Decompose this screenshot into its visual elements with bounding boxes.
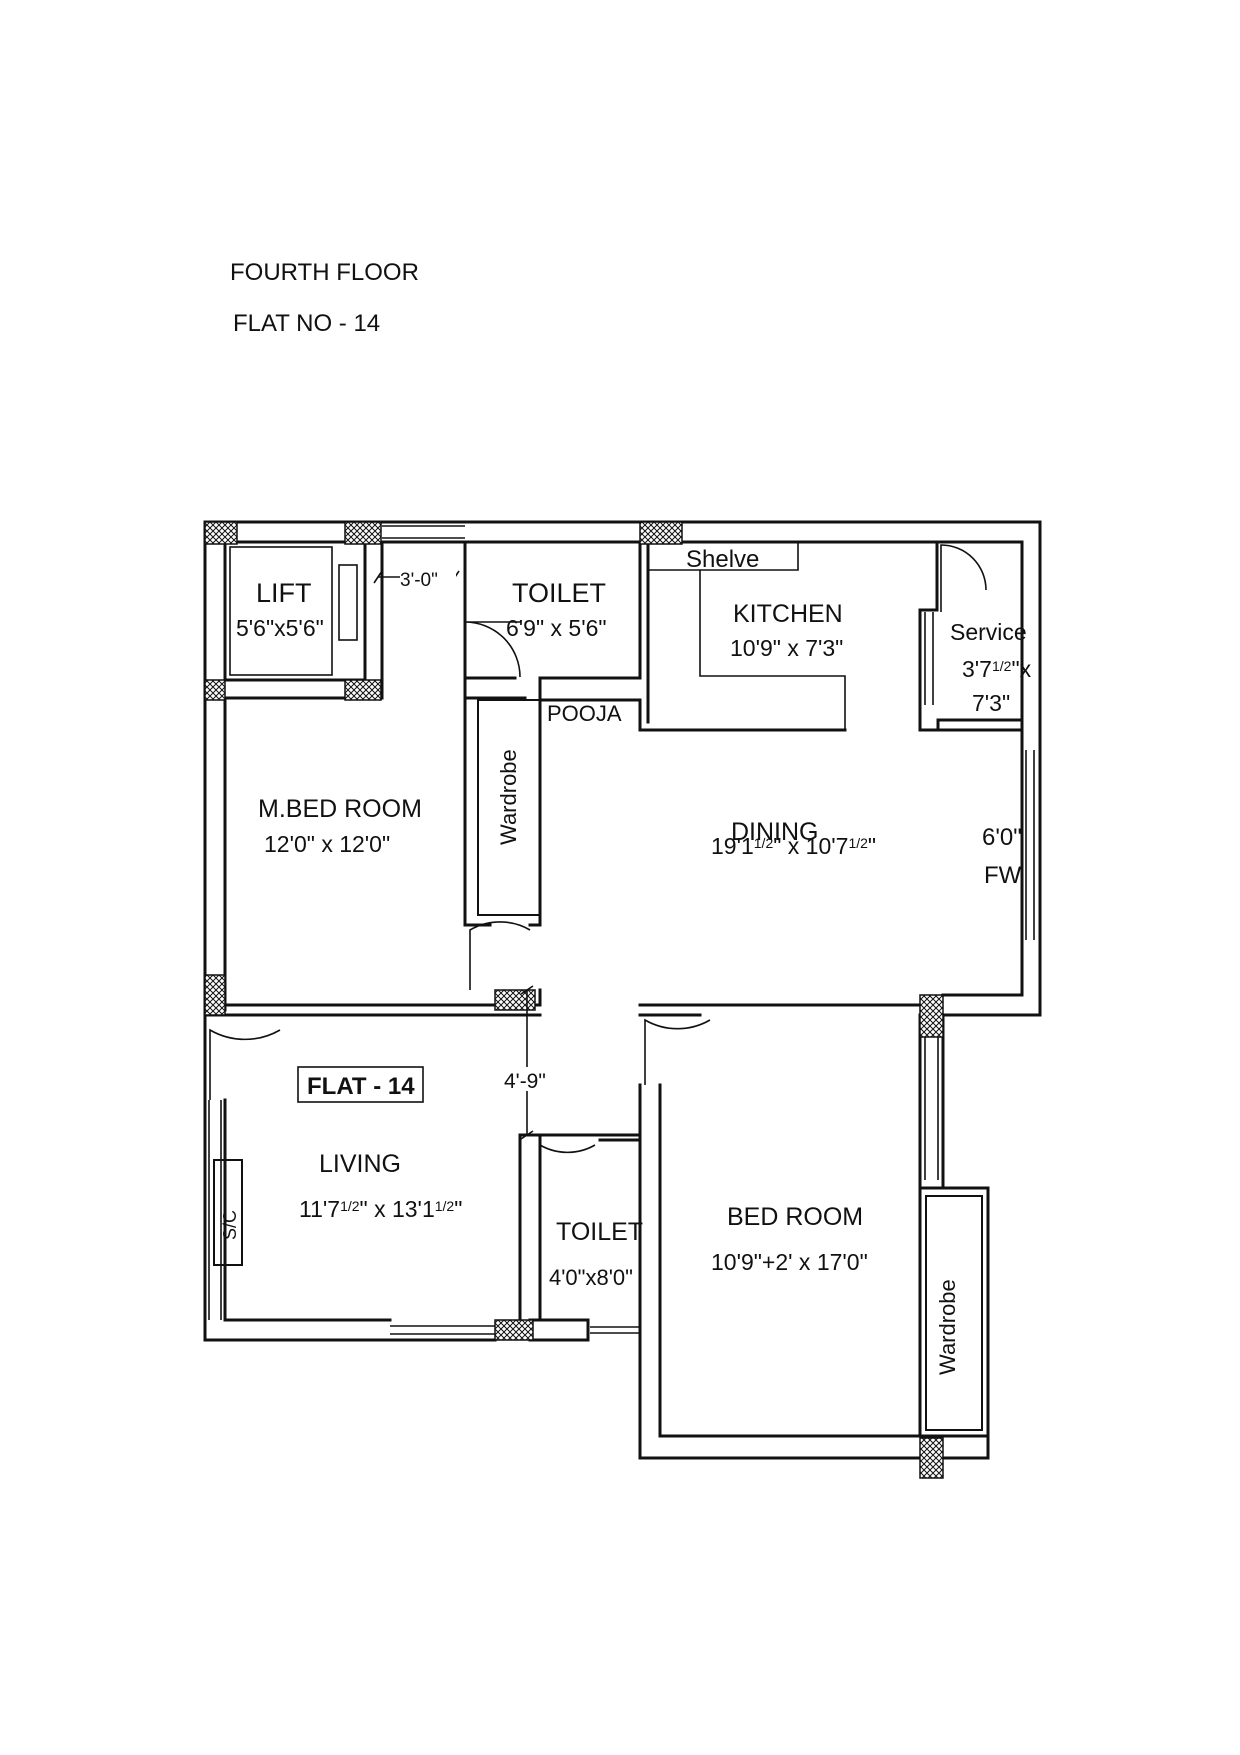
bed-room-size: 10'9"+2' x 17'0" <box>711 1249 868 1275</box>
columns <box>204 521 944 1479</box>
flat-number-title: FLAT NO - 14 <box>233 310 380 337</box>
service-size-b: 7'3" <box>972 690 1010 716</box>
kitchen-size: 10'9" x 7'3" <box>730 635 843 661</box>
toilet-top-size: 6'9" x 5'6" <box>506 615 607 641</box>
walls <box>203 520 1042 1460</box>
master-bed-size: 12'0" x 12'0" <box>264 831 390 857</box>
sc-label: S/C <box>220 1210 240 1240</box>
wardrobe-bed-label: Wardrobe <box>935 1279 960 1375</box>
lift-label: LIFT <box>256 578 312 608</box>
living-label: LIVING <box>319 1150 401 1178</box>
toilet-bottom-size: 4'0"x8'0" <box>549 1265 633 1290</box>
toilet-top-label: TOILET <box>512 578 606 608</box>
windows <box>208 525 1035 1335</box>
wardrobe-master-label: Wardrobe <box>496 749 521 845</box>
lift-passage-dim: 3'-0" <box>400 570 438 591</box>
living-size: 11'71/2" x 13'11/2" <box>299 1196 462 1222</box>
shelve-label: Shelve <box>686 546 759 573</box>
service-size-a: 3'71/2"x <box>962 656 1032 682</box>
passage-dim: 4'-9" <box>504 1070 546 1093</box>
floor-title: FOURTH FLOOR <box>230 259 419 286</box>
french-window-size: 6'0" <box>982 824 1022 851</box>
dimension-lines <box>373 570 534 1140</box>
service-label: Service <box>950 619 1027 645</box>
dining-size: 19'11/2" x 10'71/2" <box>711 833 876 859</box>
dining-label: DINING <box>731 818 819 846</box>
toilet-bottom-label: TOILET <box>556 1218 643 1246</box>
french-window-code: FW <box>984 862 1022 889</box>
door-swings <box>209 544 987 1200</box>
flat-tag-label: FLAT - 14 <box>307 1073 415 1100</box>
bed-room-label: BED ROOM <box>727 1203 863 1231</box>
lift-size: 5'6"x5'6" <box>236 615 324 641</box>
kitchen-label: KITCHEN <box>733 600 843 628</box>
master-bed-label: M.BED ROOM <box>258 795 422 823</box>
pooja-label: POOJA <box>547 701 622 726</box>
flat-tag-box <box>297 1066 424 1103</box>
